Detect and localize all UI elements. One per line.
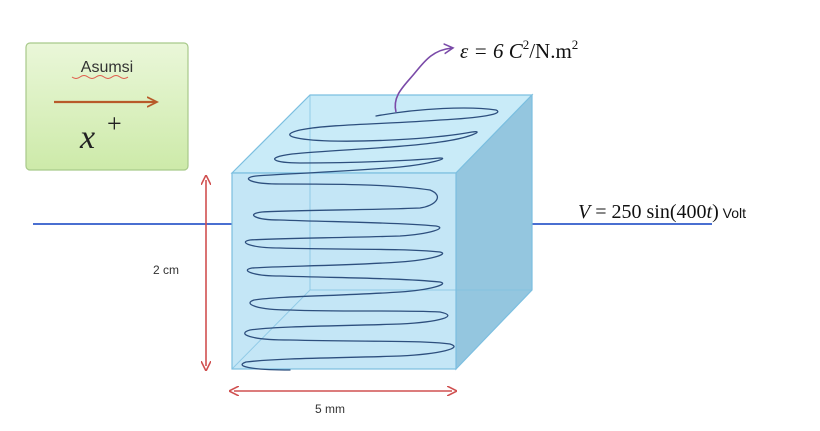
voltage-label: V = 250 sin(400t) Volt [578, 201, 746, 223]
permittivity-middle: /N.m [529, 39, 572, 63]
height-dimension-label: 2 cm [153, 263, 179, 277]
voltage-unit: Volt [719, 205, 746, 221]
cube-back-edge-diagonal [231, 289, 311, 370]
voltage-t: t [707, 201, 713, 223]
coil-winding [241, 107, 499, 371]
direction-sign: + [107, 109, 122, 138]
assumption-box-background [25, 42, 189, 171]
permittivity-prefix: ε = 6 C [460, 39, 524, 63]
cube-front-face [231, 172, 457, 370]
assumption-box: Asumsi x + [25, 42, 189, 171]
pointer-arrow-icon [394, 48, 452, 113]
direction-label: x [79, 119, 95, 156]
permittivity-label: ε = 6 C2/N.m2 [460, 37, 578, 63]
voltage-lhs: V [578, 201, 593, 223]
permittivity-exp2: 2 [572, 37, 579, 52]
spell-underline [71, 75, 129, 79]
voltage-eq: = 250 sin(400 [590, 201, 706, 223]
width-dimension-label: 5 mm [315, 402, 345, 416]
assumption-title: Asumsi [81, 59, 133, 76]
voltage-close: ) [712, 201, 719, 223]
permittivity-exp1: 2 [523, 37, 530, 52]
dielectric-cube [230, 93, 534, 371]
